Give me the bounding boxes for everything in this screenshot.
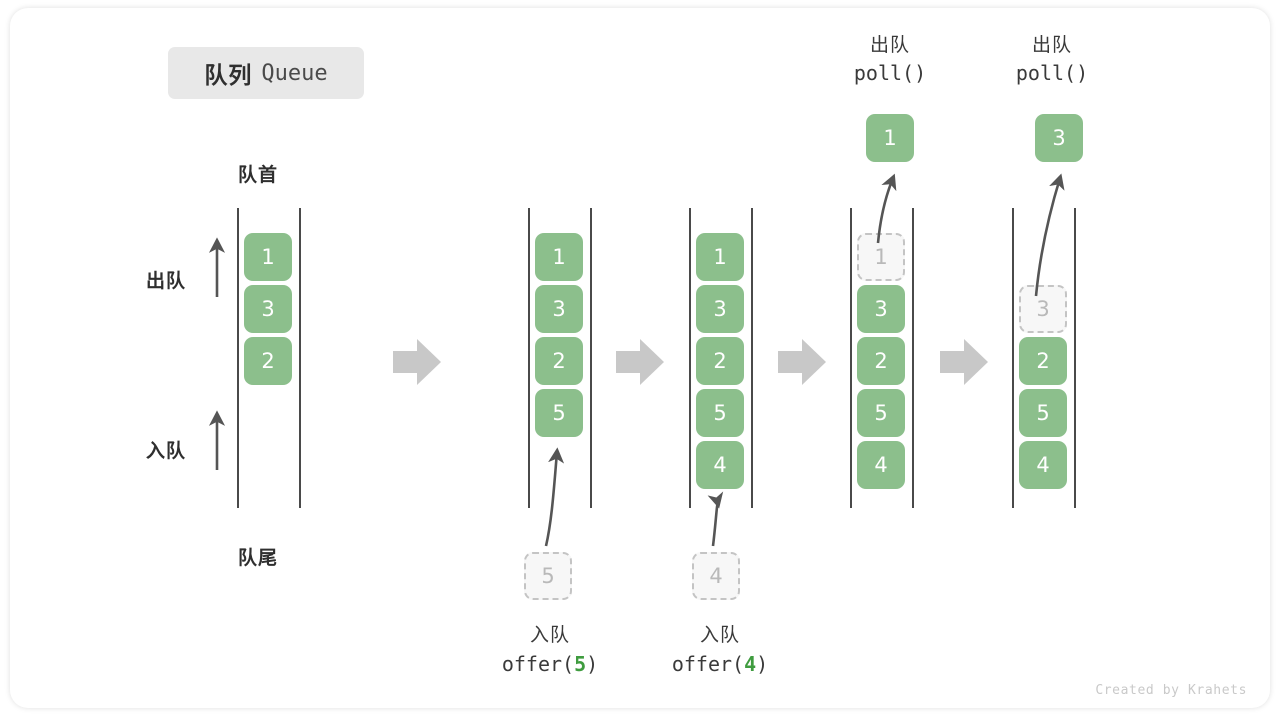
footer-line1: 入队 — [699, 624, 740, 646]
queue-item: 3 — [535, 285, 583, 333]
removed-ghost-box: 3 — [1019, 285, 1067, 333]
header-line1: 出队 — [869, 34, 910, 56]
queue-rail-left-0 — [237, 208, 239, 508]
queue-rail-right-3 — [912, 208, 914, 508]
removed-ghost-box: 1 — [857, 233, 905, 281]
queue-item: 2 — [1019, 337, 1067, 385]
queue-rail-left-2 — [689, 208, 691, 508]
queue-item: 2 — [244, 337, 292, 385]
incoming-ghost-box: 5 — [524, 552, 572, 600]
queue-item: 1 — [535, 233, 583, 281]
queue-rail-right-4 — [1074, 208, 1076, 508]
queue-rail-left-1 — [528, 208, 530, 508]
queue-item: 1 — [244, 233, 292, 281]
queue-rail-left-3 — [850, 208, 852, 508]
label-enqueue-side: 入队 — [146, 441, 187, 462]
popped-item: 1 — [866, 114, 914, 162]
footer-line2: offer(5) — [440, 652, 660, 676]
queue-item: 5 — [696, 389, 744, 437]
footer-call-prefix: offer( — [671, 652, 745, 676]
footer-call-suffix: ) — [756, 652, 769, 676]
label-front: 队首 — [238, 165, 279, 186]
queue-item: 2 — [857, 337, 905, 385]
footer-line2: offer(4) — [610, 652, 830, 676]
queue-item: 3 — [696, 285, 744, 333]
footer-call-arg: 4 — [744, 652, 757, 676]
footer-line1: 入队 — [529, 624, 570, 646]
step-footer-offer-5: 入队 offer(5) — [440, 620, 660, 676]
step-header-poll-1: 出队 poll() — [790, 30, 990, 85]
queue-rail-right-1 — [590, 208, 592, 508]
queue-item: 4 — [1019, 441, 1067, 489]
title-cn: 队列 — [204, 62, 253, 88]
queue-item: 2 — [535, 337, 583, 385]
watermark: Created by Krahets — [1095, 683, 1247, 698]
incoming-ghost-box: 4 — [692, 552, 740, 600]
queue-item-new: 4 — [696, 441, 744, 489]
header-line1: 出队 — [1031, 34, 1072, 56]
footer-call-suffix: ) — [586, 652, 599, 676]
step-header-poll-3: 出队 poll() — [952, 30, 1152, 85]
transition-arrow-gray — [778, 339, 826, 385]
enqueue-arrow-4 — [707, 491, 724, 547]
transition-arrow-gray — [616, 339, 664, 385]
title-en: Queue — [261, 60, 328, 86]
footer-call-prefix: offer( — [501, 652, 575, 676]
queue-item: 5 — [857, 389, 905, 437]
step-footer-offer-4: 入队 offer(4) — [610, 620, 830, 676]
diagram-title-chip: 队列 Queue — [168, 47, 364, 99]
transition-arrow-gray — [393, 339, 441, 385]
queue-rail-right-2 — [751, 208, 753, 508]
dequeue-arrow-3 — [1034, 173, 1065, 297]
queue-item: 4 — [857, 441, 905, 489]
queue-item-new: 5 — [535, 389, 583, 437]
queue-item: 1 — [696, 233, 744, 281]
queue-rail-right-0 — [299, 208, 301, 508]
popped-item: 3 — [1035, 114, 1083, 162]
enqueue-arrow-5 — [544, 447, 565, 547]
header-line2: poll() — [1015, 61, 1089, 85]
queue-item: 3 — [857, 285, 905, 333]
queue-item: 5 — [1019, 389, 1067, 437]
queue-item: 2 — [696, 337, 744, 385]
queue-rail-left-4 — [1012, 208, 1014, 508]
label-dequeue-side: 出队 — [146, 271, 187, 292]
footer-call-arg: 5 — [574, 652, 587, 676]
header-line2: poll() — [853, 61, 927, 85]
transition-arrow-gray — [940, 339, 988, 385]
queue-item: 3 — [244, 285, 292, 333]
label-rear: 队尾 — [238, 548, 279, 569]
